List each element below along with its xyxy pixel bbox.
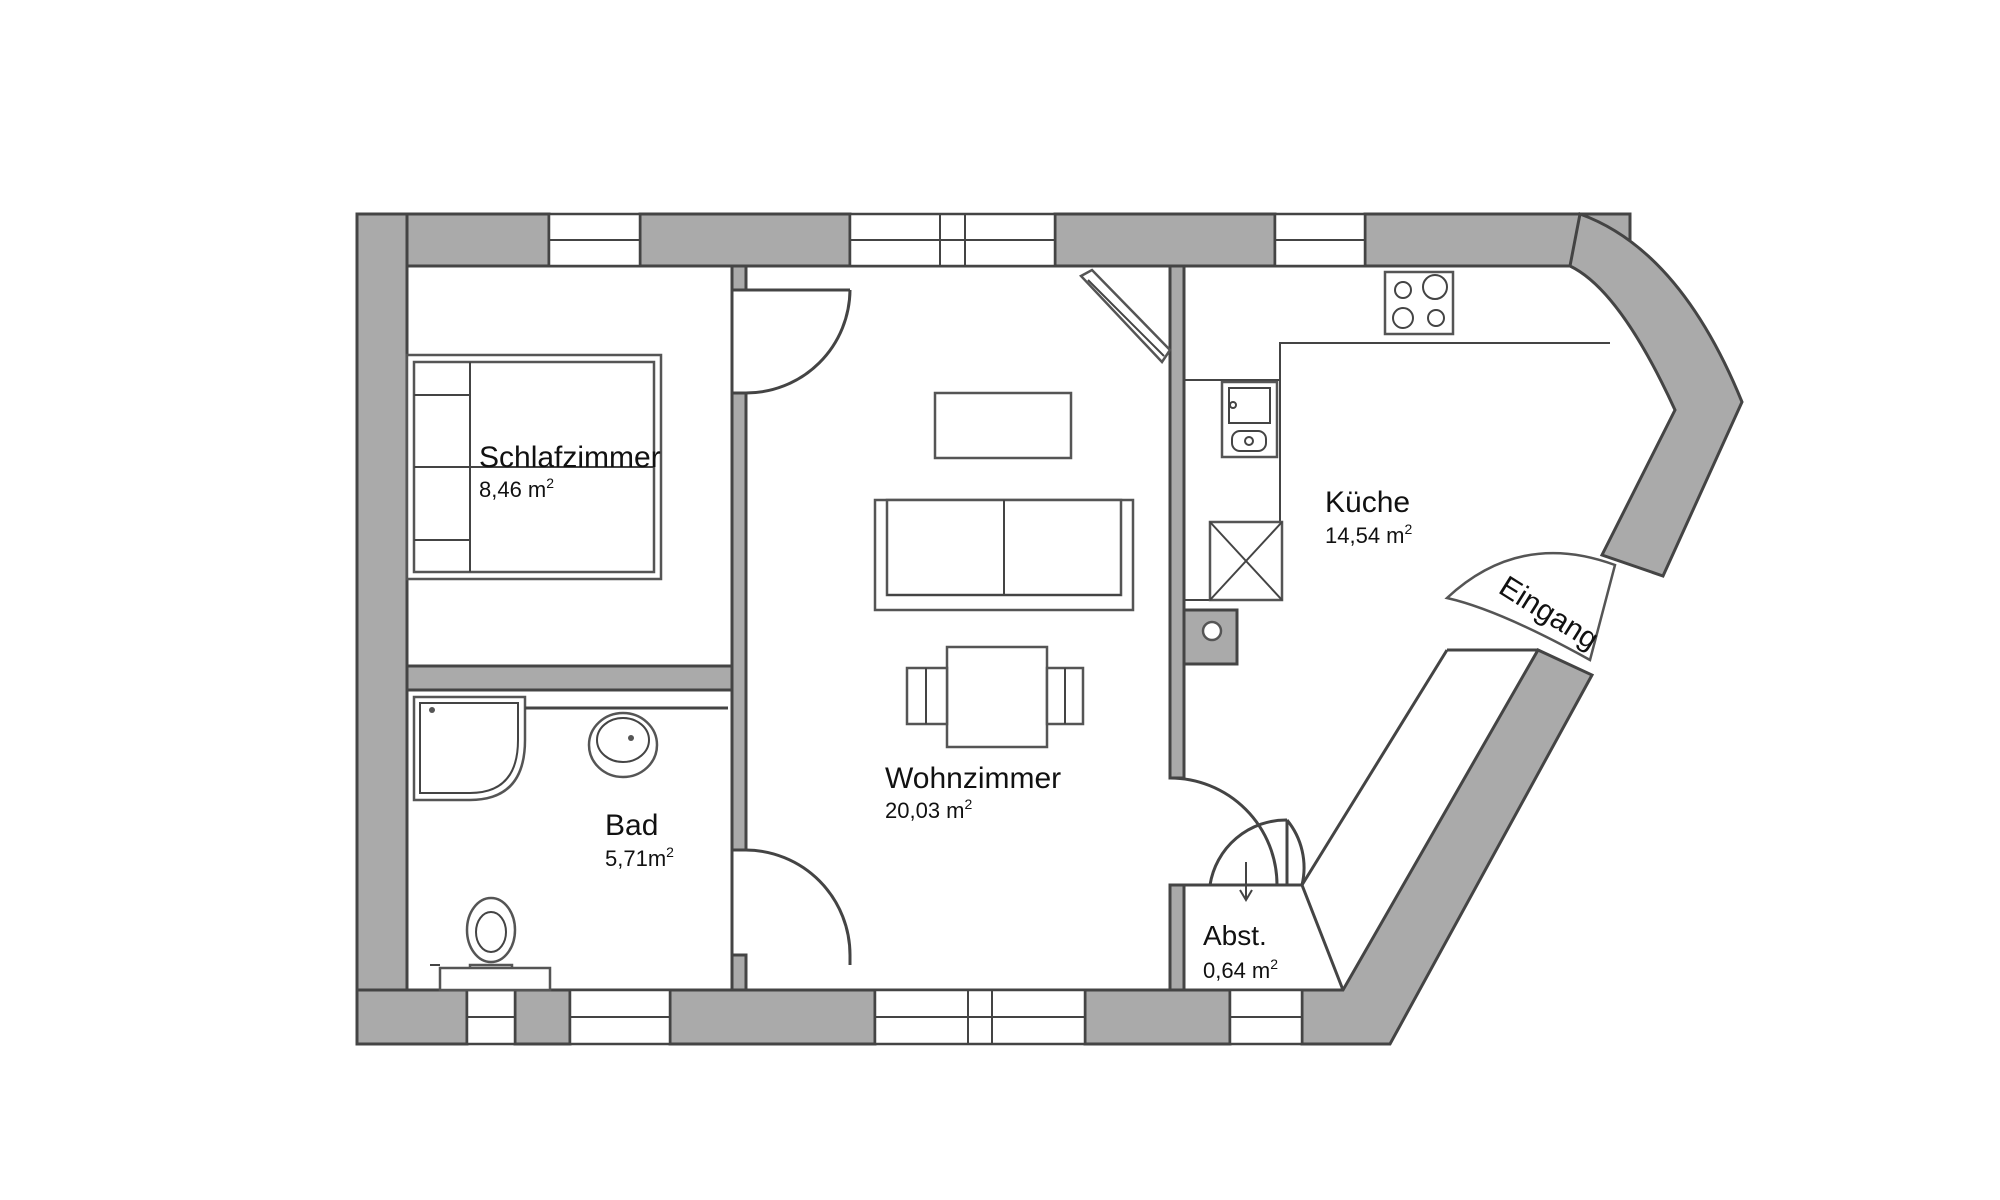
balcony-door-living (1078, 268, 1172, 365)
wall-bedroom-living (730, 391, 748, 852)
room-area-bad: 5,71m2 (605, 844, 674, 871)
dining-table (905, 645, 1085, 749)
windows (465, 212, 1367, 1046)
stove (1383, 270, 1455, 336)
wall-bedroom-bath (405, 664, 734, 692)
wall-bath-living-lower (730, 953, 748, 992)
kitchen-sink (1220, 380, 1279, 459)
door-bedroom (745, 288, 852, 395)
washbasin (587, 711, 659, 779)
wall-bedroom-living-upper (730, 264, 748, 292)
room-name-bad: Bad (605, 809, 658, 842)
corridor-line-left (1300, 649, 1449, 886)
room-name-abst: Abst. (1203, 920, 1267, 951)
room-area-kueche: 14,54 m2 (1325, 521, 1413, 548)
storage-outline-diagonal (1300, 884, 1345, 991)
wall-bottom-pillar (513, 988, 572, 1046)
shower (412, 695, 527, 802)
wall-living-kitchen (1168, 264, 1186, 780)
sofa (873, 498, 1135, 612)
room-area-wohnzimmer: 20,03 m2 (885, 796, 973, 823)
door-storage (1208, 818, 1306, 902)
wall-storage-top (1168, 883, 1186, 992)
room-name-wohnzimmer: Wohnzimmer (885, 762, 1061, 795)
room-name-schlafzimmer: Schlafzimmer (479, 441, 661, 474)
wall-top-mid (1053, 212, 1277, 268)
door-bath (745, 848, 852, 965)
room-area-schlafzimmer: 8,46 m2 (479, 475, 554, 502)
wall-bottom-mid-right (1083, 988, 1232, 1046)
bed (405, 353, 663, 581)
wall-top-mid-left (638, 212, 852, 268)
shaft-pipe-icon (1201, 620, 1223, 642)
room-name-kueche: Küche (1325, 486, 1410, 519)
wall-bottom-left (355, 988, 469, 1046)
door-entrance (1444, 551, 1617, 662)
wall-curved-northeast (1568, 211, 1744, 578)
wall-bottom-mid-left (668, 988, 877, 1046)
room-area-abst: 0,64 m2 (1203, 956, 1278, 983)
bath-cabinet (438, 966, 552, 992)
wall-left (355, 212, 409, 1046)
door-kitchen-living (1169, 776, 1279, 886)
tv-table (933, 391, 1073, 460)
fridge (1208, 520, 1284, 602)
doors (745, 288, 1617, 965)
exterior-walls (355, 211, 1744, 1046)
